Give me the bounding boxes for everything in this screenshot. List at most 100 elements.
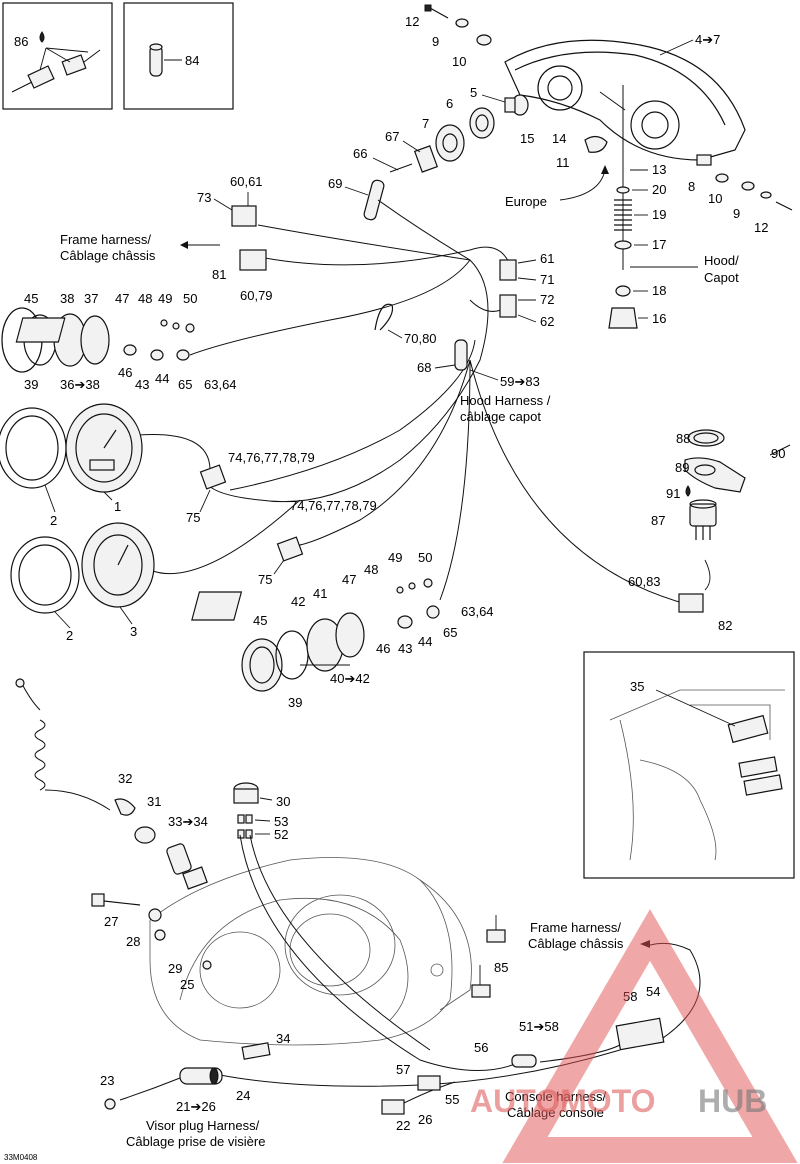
callout-12-right: 12: [754, 220, 768, 235]
coiled-cord-drawing: [15, 678, 111, 811]
clip-32: [114, 798, 136, 816]
callout-48-bottom: 48: [364, 562, 378, 577]
bracket-89-drawing: [684, 457, 746, 493]
leader-67: [402, 140, 421, 153]
callout-53: 53: [274, 814, 288, 829]
arrow-82: [704, 559, 711, 591]
callout-21-26: 21➔26: [176, 1099, 216, 1114]
nut-18: [615, 285, 631, 297]
leader-53: [254, 819, 271, 822]
watermark-text-1: AUTOMOTO: [470, 1083, 655, 1119]
washer-17: [614, 240, 632, 250]
leader-70-80: [387, 329, 403, 339]
callout-85: 85: [494, 960, 508, 975]
callout-63-64-top: 63,64: [204, 377, 237, 392]
inset-box-86: [2, 2, 113, 110]
leader-69: [344, 186, 369, 196]
callout-41: 41: [313, 586, 327, 601]
callout-90: 90: [771, 446, 785, 461]
callout-69: 69: [328, 176, 342, 191]
bracket-8: [696, 154, 712, 166]
callout-73: 73: [197, 190, 211, 205]
callout-91: 91: [666, 486, 680, 501]
callout-39-top: 39: [24, 377, 38, 392]
leader-59-83: [469, 369, 499, 381]
nut-10-right: [741, 181, 755, 191]
callout-38-top: 38: [60, 291, 74, 306]
bulb-5-drawing: [504, 94, 529, 116]
part-86-drawing: [11, 47, 101, 93]
headlight-housing-drawing: [504, 39, 746, 161]
callout-25: 25: [180, 977, 194, 992]
callout-74-79-bottom: 74,76,77,78,79: [290, 498, 377, 513]
label-hood-harness-1: Hood Harness /: [460, 393, 551, 408]
callout-24: 24: [236, 1088, 250, 1103]
connector-67-drawing: [413, 145, 439, 173]
callout-22: 22: [396, 1118, 410, 1133]
screw-12-right: [775, 201, 793, 211]
leader-1: [103, 491, 113, 501]
callout-2-bottom: 2: [66, 628, 73, 643]
callout-59-83: 59➔83: [500, 374, 540, 389]
europe-arrow: [559, 169, 606, 201]
screw-29: [202, 960, 212, 970]
callout-17: 17: [652, 237, 666, 252]
connector-81: [239, 249, 267, 271]
leader-4-7: [659, 39, 694, 56]
callout-4-7: 4➔7: [695, 32, 720, 47]
label-frame-harness-top-1: Frame harness/: [60, 232, 151, 247]
callout-29: 29: [168, 961, 182, 976]
spring-19-drawing: [614, 199, 632, 231]
callout-35: 35: [630, 679, 644, 694]
connector-72: [499, 294, 517, 318]
label-hood-1: Hood/: [704, 253, 739, 268]
washer-20: [616, 186, 630, 194]
callout-86: 86: [14, 34, 28, 49]
connector-26: [381, 1099, 405, 1115]
callout-70-80: 70,80: [404, 331, 437, 346]
leader-62: [517, 314, 537, 323]
callout-47-top: 47: [115, 291, 129, 306]
callout-52: 52: [274, 827, 288, 842]
callout-12-top: 12: [405, 14, 419, 29]
part-84-drawing: [149, 43, 182, 77]
callout-54: 54: [646, 984, 660, 999]
callout-44-bottom: 44: [418, 634, 432, 649]
callout-82: 82: [718, 618, 732, 633]
callout-45-top: 45: [24, 291, 38, 306]
callout-68: 68: [417, 360, 431, 375]
connector-75-bottom: [276, 536, 304, 562]
connector-55: [417, 1075, 441, 1091]
callout-11: 11: [556, 155, 570, 170]
terminal-53: [237, 814, 245, 824]
label-europe: Europe: [505, 194, 547, 209]
leader-75-top: [199, 489, 211, 513]
leader-61: [517, 259, 537, 264]
callout-37: 37: [84, 291, 98, 306]
washer-9-top: [455, 18, 469, 28]
socket-6-drawing: [469, 107, 495, 139]
leader-73: [213, 198, 233, 211]
sleeve-68: [454, 339, 468, 371]
callout-19: 19: [652, 207, 666, 222]
callout-66: 66: [353, 146, 367, 161]
callout-57: 57: [396, 1062, 410, 1077]
leader-68: [434, 364, 456, 369]
callout-62: 62: [540, 314, 554, 329]
tube-69: [363, 179, 385, 221]
label-visor-2: Câblage prise de visière: [126, 1134, 265, 1149]
socket-33-drawing: [166, 843, 208, 890]
label-hood-harness-2: câblage capot: [460, 409, 541, 424]
callout-55: 55: [445, 1092, 459, 1107]
callout-47-bottom: 47: [342, 572, 356, 587]
callout-72: 72: [540, 292, 554, 307]
callout-27: 27: [104, 914, 118, 929]
callout-9-top: 9: [432, 34, 439, 49]
speedometer-1-drawing: [0, 403, 143, 493]
callout-87: 87: [651, 513, 665, 528]
module-54-drawing: [615, 1017, 665, 1051]
callout-9-right: 9: [733, 206, 740, 221]
callout-33-34: 33➔34: [168, 814, 208, 829]
leader-66: [372, 157, 399, 171]
